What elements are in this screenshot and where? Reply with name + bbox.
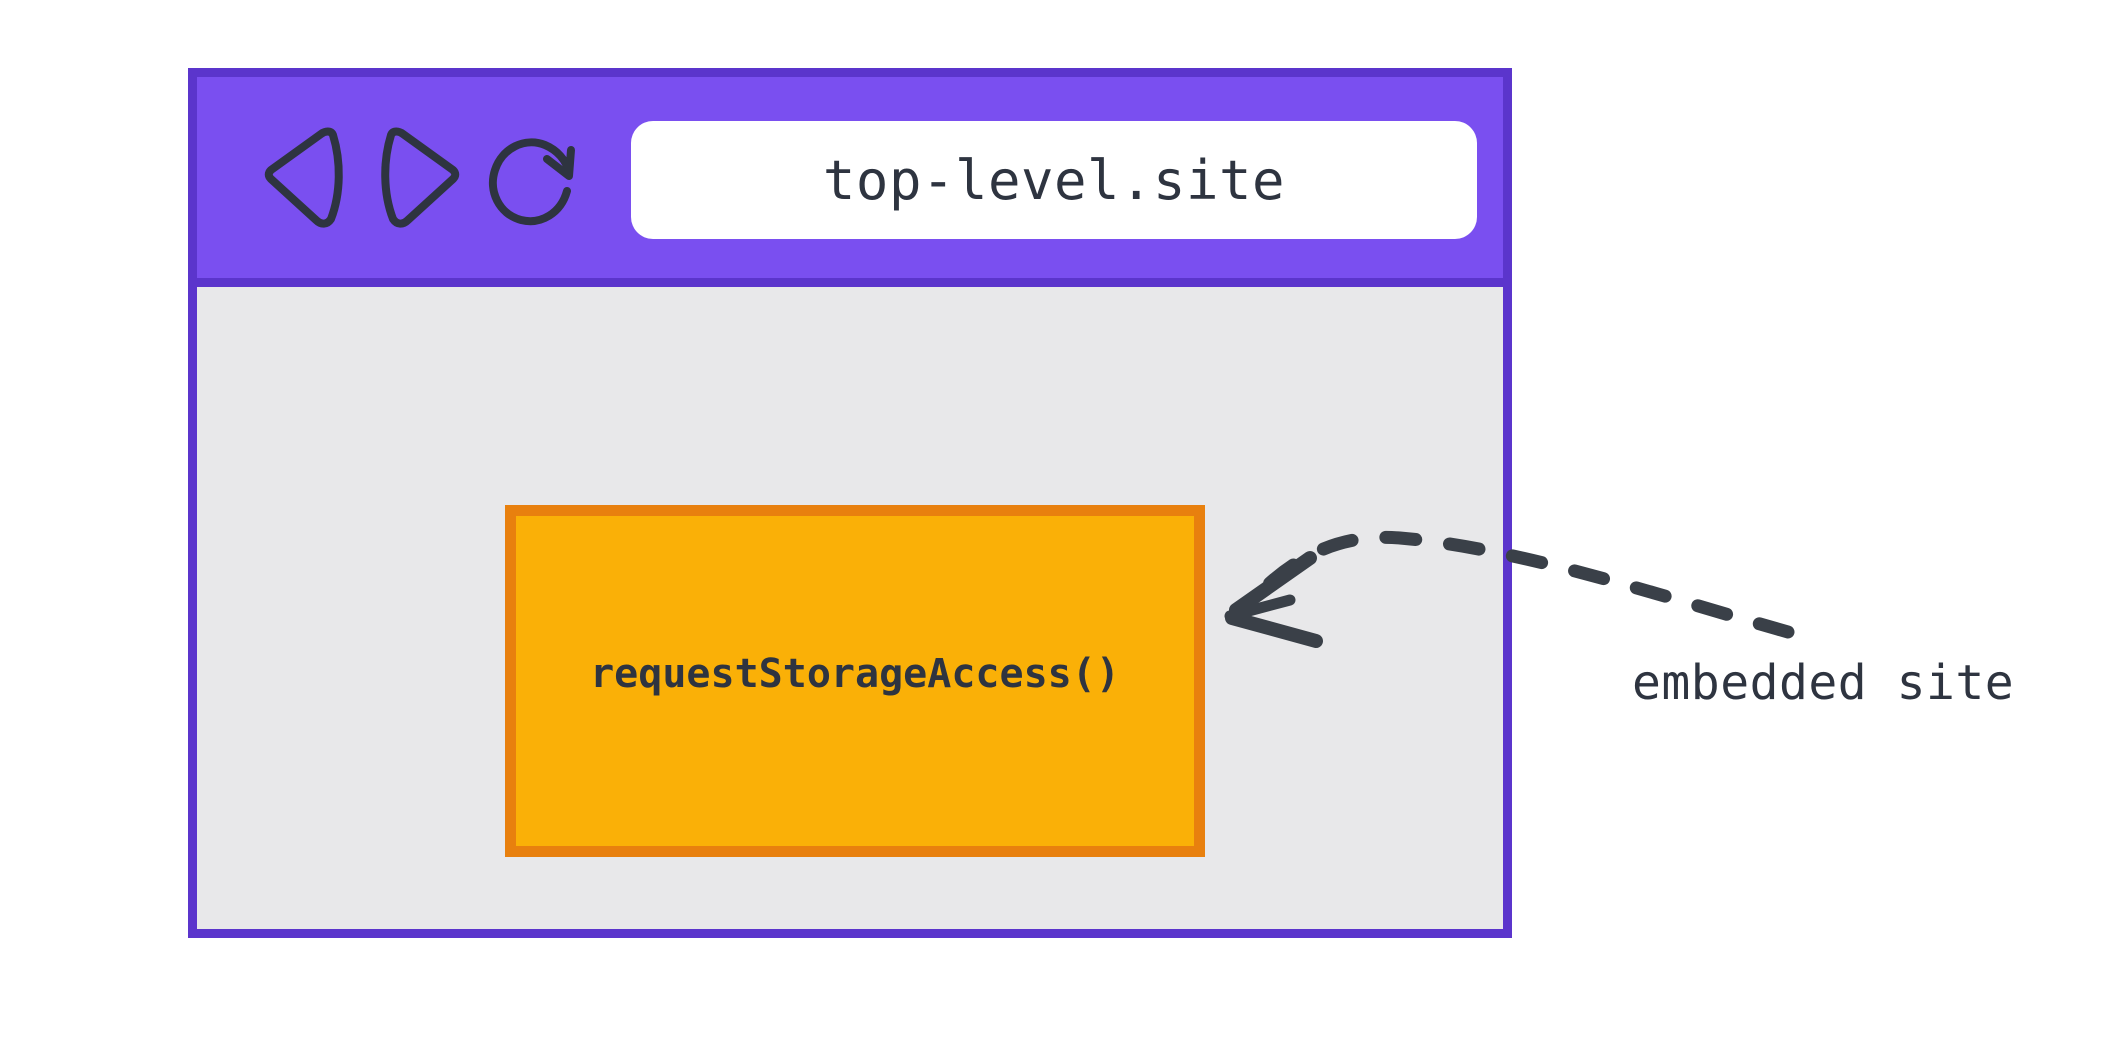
url-bar[interactable]: top-level.site <box>631 121 1477 239</box>
url-text: top-level.site <box>822 148 1286 212</box>
browser-chrome-bar: top-level.site <box>197 77 1503 287</box>
browser-viewport: requestStorageAccess() <box>197 287 1503 929</box>
reload-button[interactable] <box>483 121 583 231</box>
back-button[interactable] <box>255 121 355 231</box>
annotation-label: embedded site <box>1632 655 2015 711</box>
browser-window: top-level.site requestStorageAccess() <box>188 68 1512 938</box>
back-icon <box>264 127 343 228</box>
forward-icon <box>381 127 460 228</box>
reload-icon <box>488 138 575 226</box>
embedded-frame[interactable]: requestStorageAccess() <box>505 505 1205 857</box>
embedded-frame-label: requestStorageAccess() <box>590 651 1120 697</box>
forward-button[interactable] <box>369 121 469 231</box>
